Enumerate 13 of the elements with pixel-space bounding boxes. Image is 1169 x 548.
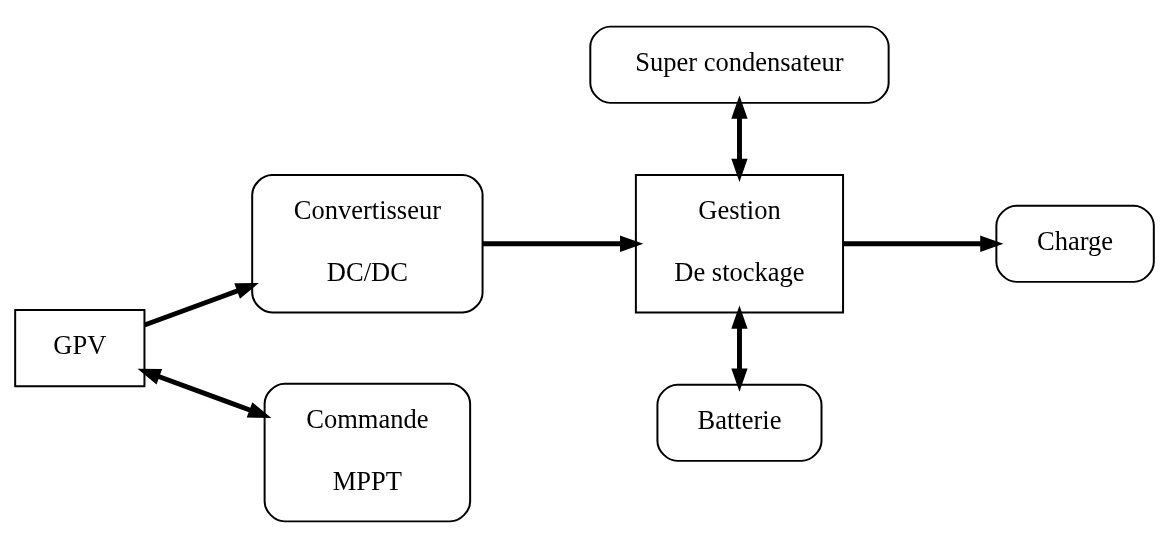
node-box: Charge	[995, 204, 1155, 283]
arrow	[731, 95, 748, 183]
arrow	[843, 235, 1004, 252]
node-box: Gestion De stockage	[634, 173, 845, 314]
node-box: Convertisseur DC/DC	[251, 173, 484, 314]
arrow	[137, 368, 272, 418]
arrow	[731, 305, 748, 392]
node-box: GPV	[14, 309, 146, 388]
node-box: Commande MPPT	[263, 382, 472, 523]
node-box: Super condensateur	[589, 25, 890, 104]
node-box: Batterie	[656, 383, 823, 462]
arrow	[482, 235, 644, 252]
arrow	[143, 282, 259, 328]
